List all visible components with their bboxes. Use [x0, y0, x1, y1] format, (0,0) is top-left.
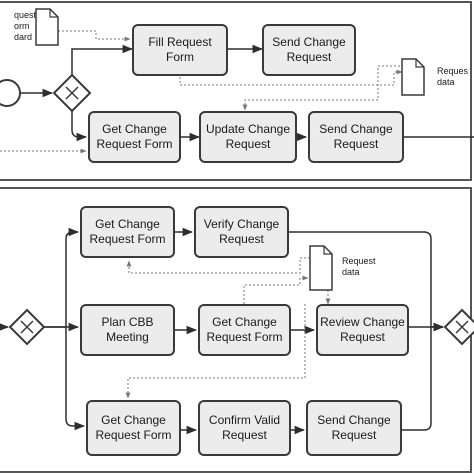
task-label: Get Change Request Form	[206, 315, 283, 344]
task-label: Review Change Request	[320, 315, 405, 344]
exclusive-gateway-merge-icon	[443, 308, 474, 346]
task-send-change-request-mid[interactable]: Send Change Request	[308, 111, 404, 163]
request-form-standard-document-icon	[35, 8, 59, 46]
task-label: Plan CBB Meeting	[101, 315, 154, 344]
task-label: Get Change Request Form	[95, 413, 172, 442]
task-label: Confirm Valid Request	[208, 413, 281, 442]
top-pool-frame	[0, 1, 472, 181]
task-label: Verify Change Request	[203, 217, 280, 246]
task-review-change-request[interactable]: Review Change Request	[316, 304, 409, 356]
task-label: Get Change Request Form	[96, 122, 173, 151]
exclusive-gateway-split-icon	[8, 308, 46, 346]
task-get-change-request-form-c[interactable]: Get Change Request Form	[86, 400, 181, 456]
data-object-label: quest orm dard	[14, 10, 37, 42]
data-object-label: Reques data	[437, 66, 469, 87]
task-update-change-request[interactable]: Update Change Request	[199, 111, 297, 163]
request-data-bottom-document-icon	[309, 245, 333, 291]
start-event-circle-icon	[0, 79, 21, 107]
task-send-change-request-top[interactable]: Send Change Request	[262, 24, 356, 76]
task-label: Fill Request Form	[148, 35, 212, 64]
task-confirm-valid-request[interactable]: Confirm Valid Request	[198, 400, 291, 456]
exclusive-gateway-top-icon	[52, 73, 92, 113]
task-send-change-request-bottom[interactable]: Send Change Request	[306, 400, 402, 456]
task-get-change-request-form-top[interactable]: Get Change Request Form	[88, 111, 181, 163]
task-fill-request-form[interactable]: Fill Request Form	[132, 24, 228, 76]
task-verify-change-request[interactable]: Verify Change Request	[194, 206, 289, 258]
task-label: Send Change Request	[317, 413, 391, 442]
request-data-top-document-icon	[401, 58, 425, 96]
task-label: Update Change Request	[205, 122, 291, 151]
task-get-change-request-form-b[interactable]: Get Change Request Form	[198, 304, 291, 356]
task-get-change-request-form-a[interactable]: Get Change Request Form	[80, 206, 175, 258]
task-label: Get Change Request Form	[89, 217, 166, 246]
data-object-label: Request data	[342, 256, 376, 277]
task-plan-cbb-meeting[interactable]: Plan CBB Meeting	[80, 304, 175, 356]
task-label: Send Change Request	[272, 35, 346, 64]
task-label: Send Change Request	[319, 122, 393, 151]
